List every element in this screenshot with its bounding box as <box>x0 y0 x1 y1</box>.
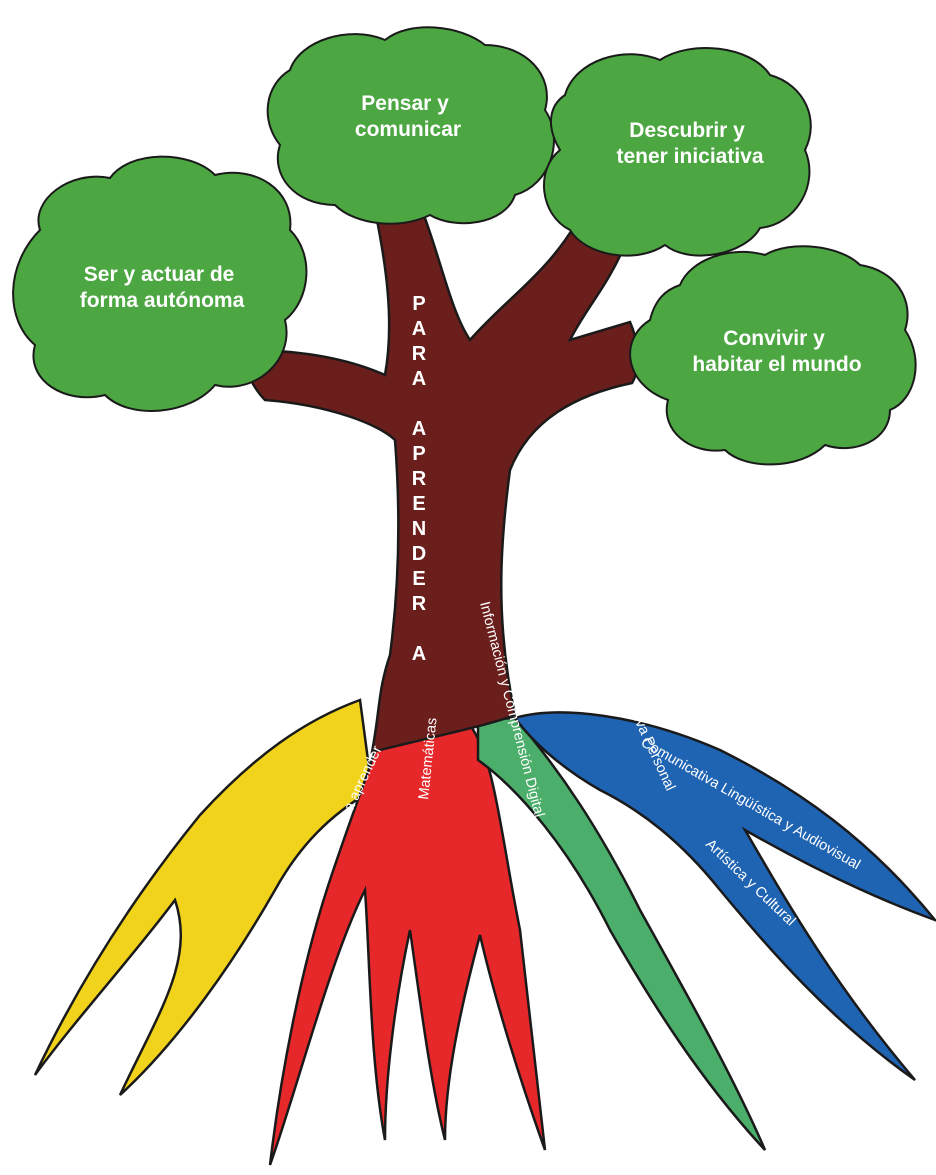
trunk-letter: R <box>412 468 427 490</box>
trunk-letter: A <box>412 643 426 665</box>
trunk-letter: P <box>412 443 425 465</box>
trunk-letter: A <box>412 318 426 340</box>
roots <box>35 700 935 1165</box>
root-yellow <box>35 700 372 1095</box>
root-blue <box>515 713 935 1080</box>
trunk-letter: A <box>412 368 426 390</box>
trunk-letter: P <box>412 293 425 315</box>
root-label-social: social y ciudadana <box>189 626 256 741</box>
trunk-letter: E <box>412 493 425 515</box>
trunk-letter: A <box>412 418 426 440</box>
trunk-letter: R <box>412 593 427 615</box>
trunk-letter: N <box>412 518 426 540</box>
trunk-letter: R <box>412 343 427 365</box>
trunk-letter: E <box>412 568 425 590</box>
trunk-letter: D <box>412 543 426 565</box>
